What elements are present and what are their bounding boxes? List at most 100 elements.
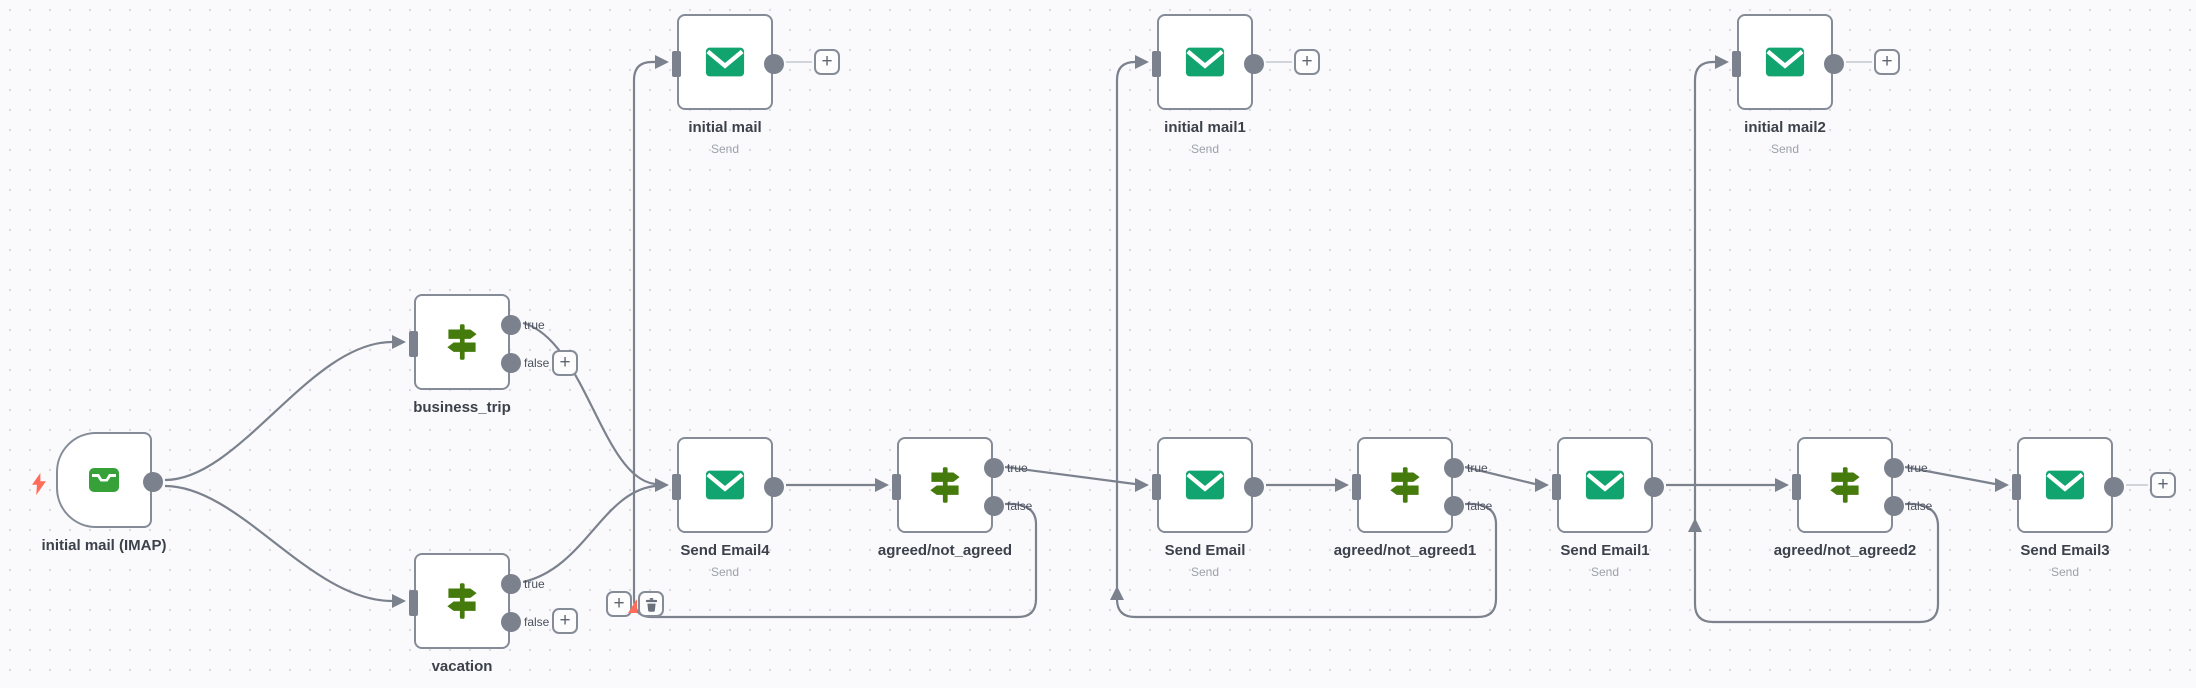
node-subtitle: Send [1190, 565, 1220, 579]
output-label-true: true [1907, 461, 1928, 475]
arrowhead [1775, 478, 1789, 492]
input-port[interactable] [1152, 51, 1161, 77]
output-port[interactable] [2104, 477, 2124, 497]
signpost-icon [899, 439, 991, 531]
arrowhead [1535, 478, 1549, 492]
output-label-false: false [524, 356, 550, 370]
output-port[interactable] [143, 472, 163, 492]
node-title: agreed/not_agreed [877, 542, 1013, 559]
output-port-true[interactable] [1884, 458, 1904, 478]
output-port-true[interactable] [984, 458, 1004, 478]
node-initial-mail1[interactable]: initial mail1 Send [1152, 14, 1264, 156]
output-port[interactable] [1244, 54, 1264, 74]
input-port[interactable] [672, 51, 681, 77]
node-subtitle: Send [1770, 142, 1800, 156]
add-node-button-send-email3[interactable]: + [2150, 472, 2176, 498]
envelope-icon [679, 439, 771, 531]
node-title: agreed/not_agreed2 [1773, 542, 1917, 559]
node-subtitle: Send [710, 565, 740, 579]
output-port[interactable] [764, 54, 784, 74]
input-port[interactable] [2012, 474, 2021, 500]
node-title: Send Email1 [1560, 542, 1650, 559]
output-port-false[interactable] [501, 612, 521, 632]
node-send-email1[interactable]: Send Email1 Send [1552, 437, 1664, 579]
node-title: initial mail [688, 119, 762, 136]
node-subtitle: Send [1590, 565, 1620, 579]
input-port[interactable] [672, 474, 681, 500]
connection-agreed-false-to-initial-mail[interactable] [632, 60, 1038, 619]
input-port[interactable] [1352, 474, 1361, 500]
add-node-button-business-trip-false[interactable]: + [552, 350, 578, 376]
node-agreed-not-agreed2[interactable]: true false agreed/not_agreed2 [1774, 437, 1932, 559]
connection-vacation-true-to-send-email4[interactable] [522, 484, 656, 584]
add-node-button-initial-mail2[interactable]: + [1874, 49, 1900, 75]
output-port[interactable] [1824, 54, 1844, 74]
add-node-button-initial-mail1[interactable]: + [1294, 49, 1320, 75]
arrowhead [1135, 55, 1149, 69]
input-port[interactable] [409, 331, 418, 357]
node-send-email[interactable]: Send Email Send [1152, 437, 1264, 579]
arrowhead [1995, 478, 2009, 492]
inbox-icon [58, 434, 150, 526]
node-agreed-not-agreed1[interactable]: true false agreed/not_agreed1 [1334, 437, 1492, 559]
node-title: Send Email4 [680, 542, 770, 559]
direction-arrow-up [1110, 586, 1124, 600]
direction-arrow-up [1688, 518, 1702, 532]
output-port[interactable] [1244, 477, 1264, 497]
connection-business-trip-true-to-send-email4[interactable] [522, 321, 656, 486]
connection-agreed-true-to-send-email[interactable] [1004, 465, 1136, 486]
output-port-false[interactable] [984, 496, 1004, 516]
connection-agreed2-true-to-send-email3[interactable] [1904, 465, 1996, 486]
output-port[interactable] [1644, 477, 1664, 497]
output-port-true[interactable] [1444, 458, 1464, 478]
node-subtitle: Send [710, 142, 740, 156]
input-port[interactable] [1792, 474, 1801, 500]
node-send-email3[interactable]: Send Email3 Send [2012, 437, 2124, 579]
add-node-button-initial-mail[interactable]: + [814, 49, 840, 75]
output-port[interactable] [764, 477, 784, 497]
arrowhead [1335, 478, 1349, 492]
connection-agreed1-false-to-initial-mail1[interactable] [1115, 60, 1498, 619]
envelope-icon [1559, 439, 1651, 531]
node-vacation[interactable]: true false vacation [409, 553, 549, 675]
node-title: vacation [431, 658, 493, 675]
input-port[interactable] [1732, 51, 1741, 77]
add-node-button-vacation-false[interactable]: + [552, 608, 578, 634]
envelope-icon [2019, 439, 2111, 531]
connection-trigger-to-business-trip[interactable] [164, 340, 393, 482]
envelope-icon [679, 16, 771, 108]
input-port[interactable] [892, 474, 901, 500]
node-send-email4[interactable]: Send Email4 Send [672, 437, 784, 579]
node-subtitle: Send [2050, 565, 2080, 579]
node-business-trip[interactable]: true false business_trip [409, 294, 549, 416]
arrowhead [392, 594, 406, 608]
connection-agreed1-true-to-send-email1[interactable] [1464, 465, 1536, 486]
input-port[interactable] [1152, 474, 1161, 500]
lightning-icon [30, 466, 48, 507]
arrowhead [1135, 478, 1149, 492]
output-port-false[interactable] [1884, 496, 1904, 516]
envelope-icon [1159, 16, 1251, 108]
input-port[interactable] [409, 590, 418, 616]
signpost-icon [1799, 439, 1891, 531]
input-port[interactable] [1552, 474, 1561, 500]
signpost-icon [416, 296, 508, 388]
output-label-true: true [1007, 461, 1028, 475]
node-agreed-not-agreed[interactable]: true false agreed/not_agreed [878, 437, 1032, 559]
trash-icon [645, 597, 657, 612]
delete-connection-button[interactable] [638, 591, 664, 617]
output-port-false[interactable] [1444, 496, 1464, 516]
connection-agreed2-false-to-initial-mail2[interactable] [1693, 60, 1940, 624]
output-port-true[interactable] [501, 315, 521, 335]
output-label-true: true [524, 577, 545, 591]
output-port-false[interactable] [501, 353, 521, 373]
node-initial-mail[interactable]: initial mail Send [672, 14, 784, 156]
connection-trigger-to-vacation[interactable] [164, 484, 393, 603]
node-initial-mail-imap[interactable]: initial mail (IMAP) [32, 432, 167, 554]
output-label-true: true [1467, 461, 1488, 475]
output-label-true: true [524, 318, 545, 332]
output-port-true[interactable] [501, 574, 521, 594]
node-initial-mail2[interactable]: initial mail2 Send [1732, 14, 1844, 156]
